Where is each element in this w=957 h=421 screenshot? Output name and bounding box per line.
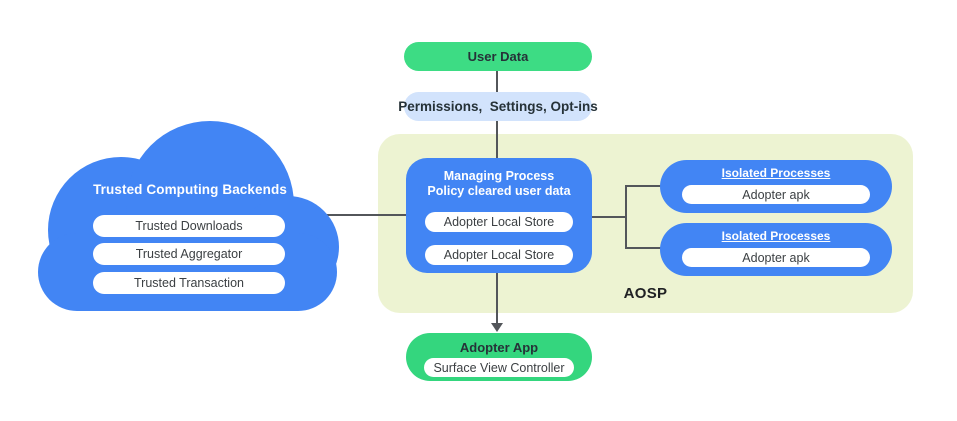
adopter-local-store-pill-2: Adopter Local Store	[425, 245, 573, 265]
permissions-pill: Permissions, Settings, Opt-ins	[398, 92, 598, 121]
cloud-pill-trusted-downloads: Trusted Downloads	[93, 215, 285, 237]
adopter-local-store-pill-1: Adopter Local Store	[425, 212, 573, 232]
connector-split-vertical	[625, 185, 627, 249]
isolated-processes-title-1: Isolated Processes	[721, 166, 831, 180]
connector-cloud-managing	[318, 214, 408, 216]
isolated-processes-title-2: Isolated Processes	[721, 229, 831, 243]
cloud-title: Trusted Computing Backends	[93, 182, 287, 197]
aosp-label: AOSP	[623, 285, 668, 302]
connector-branch-isolated-1	[625, 185, 661, 187]
connector-userdata-permissions	[496, 71, 498, 94]
connector-branch-isolated-2	[625, 247, 661, 249]
isolated-processes-box-1: Isolated Processes Adopter apk	[660, 160, 892, 213]
connector-managing-split	[592, 216, 627, 218]
managing-process-title-line2: Policy cleared user data	[427, 184, 571, 198]
adopter-apk-pill-2: Adopter apk	[682, 248, 870, 267]
adopter-apk-pill-1: Adopter apk	[682, 185, 870, 204]
surface-view-controller-pill: Surface View Controller	[424, 358, 574, 377]
isolated-processes-box-2: Isolated Processes Adopter apk	[660, 223, 892, 276]
managing-process-box: Managing Process Policy cleared user dat…	[406, 158, 592, 273]
cloud-pill-trusted-transaction: Trusted Transaction	[93, 272, 285, 294]
connector-permissions-managing	[496, 121, 498, 161]
managing-process-title: Managing Process Policy cleared user dat…	[406, 169, 592, 199]
connector-managing-adopter	[496, 273, 498, 324]
adopter-app-box: Adopter App Surface View Controller	[406, 333, 592, 381]
cloud-pill-trusted-aggregator: Trusted Aggregator	[93, 243, 285, 265]
arrowhead-down-icon	[491, 323, 503, 332]
managing-process-title-line1: Managing Process	[443, 169, 555, 183]
adopter-app-title: Adopter App	[459, 340, 539, 355]
user-data-pill: User Data	[404, 42, 592, 71]
